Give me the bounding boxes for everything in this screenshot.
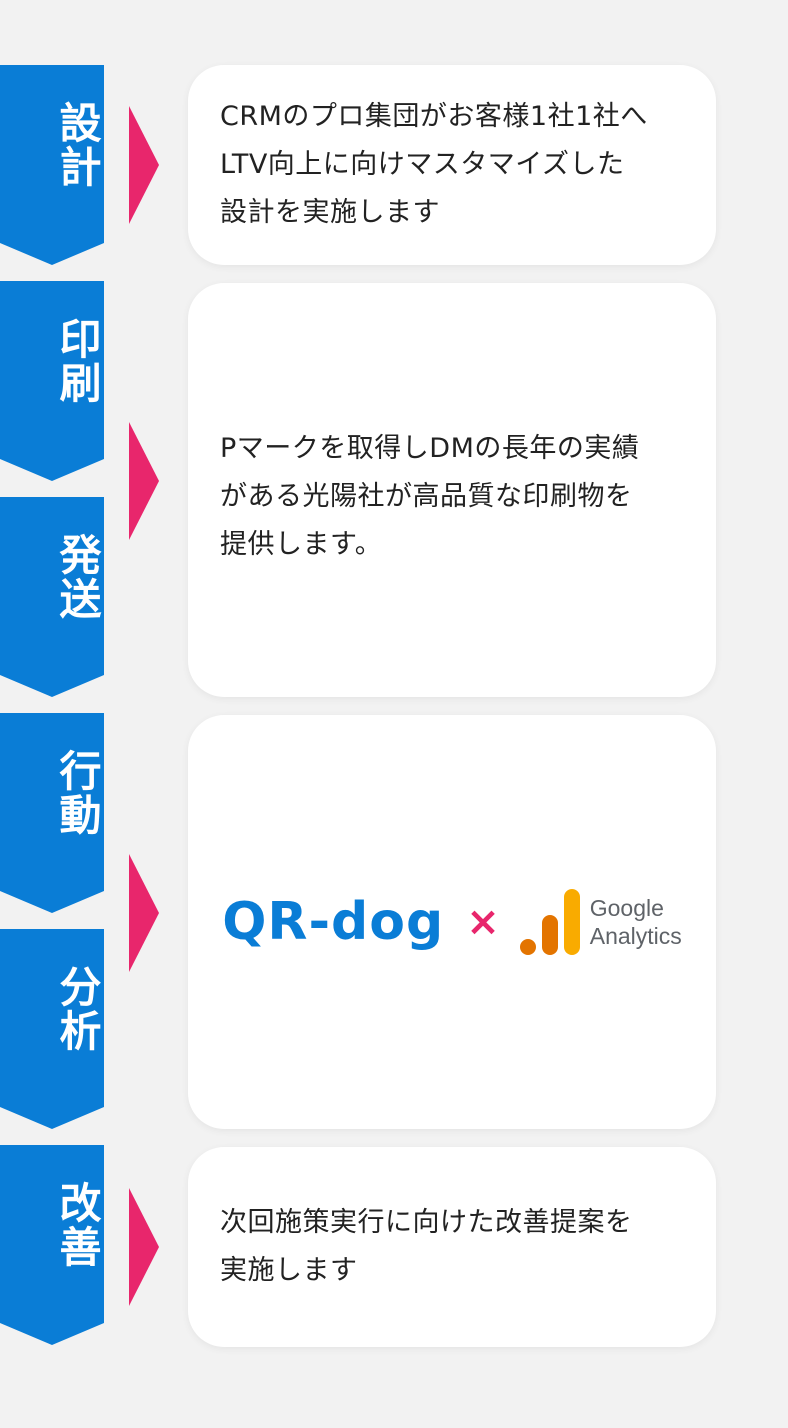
- card-line: 実施します: [220, 1255, 358, 1286]
- card-design: CRMのプロ集団がお客様1社1社へ LTV向上に向けマスタマイズした 設計を実施…: [188, 65, 716, 265]
- logo-row: QR-dog × Google Analytics: [212, 889, 692, 955]
- step-label-improve: 改善: [53, 1181, 102, 1269]
- times-sign: ×: [466, 899, 500, 945]
- google-analytics-wordmark: Google Analytics: [590, 894, 682, 950]
- ga-analytics-text: Analytics: [589, 923, 682, 949]
- step-ship: 発送: [0, 497, 104, 697]
- step-design: 設計: [0, 65, 104, 265]
- card-line: 提供します。: [220, 529, 383, 560]
- ga-bar-medium: [541, 915, 558, 955]
- card-line: CRMのプロ集団がお客様1社1社へ: [220, 101, 648, 132]
- card-design-text: CRMのプロ集団がお客様1社1社へ LTV向上に向けマスタマイズした 設計を実施…: [220, 93, 648, 237]
- ga-bar-large: [563, 889, 580, 955]
- step-action: 行動: [0, 713, 104, 913]
- step-label-ship: 発送: [53, 533, 102, 621]
- card-improve-text: 次回施策実行に向けた改善提案を 実施します: [220, 1199, 633, 1295]
- step-improve: 改善: [0, 1145, 104, 1345]
- arrow-improve: [129, 1188, 159, 1306]
- card-line: 次回施策実行に向けた改善提案を: [220, 1207, 633, 1238]
- card-line: 設計を実施します: [220, 197, 440, 228]
- card-line: LTV向上に向けマスタマイズした: [220, 149, 625, 180]
- ga-google-text: Google: [589, 895, 664, 921]
- step-print: 印刷: [0, 281, 104, 481]
- card-improve: 次回施策実行に向けた改善提案を 実施します: [188, 1147, 716, 1347]
- arrow-design: [129, 106, 159, 224]
- card-line: Pマークを取得しDMの長年の実績: [220, 433, 640, 464]
- card-print-text: Pマークを取得しDMの長年の実績 がある光陽社が高品質な印刷物を 提供します。: [220, 425, 639, 569]
- step-analysis: 分析: [0, 929, 104, 1129]
- step-label-print: 印刷: [53, 317, 102, 405]
- ga-bar-small: [519, 939, 536, 955]
- card-print: Pマークを取得しDMの長年の実績 がある光陽社が高品質な印刷物を 提供します。: [188, 283, 716, 697]
- arrow-action-analysis: [129, 854, 159, 972]
- qr-dog-logo: QR-dog: [222, 892, 445, 952]
- step-label-design: 設計: [53, 101, 102, 189]
- step-label-action: 行動: [53, 749, 102, 837]
- card-line: がある光陽社が高品質な印刷物を: [220, 481, 633, 512]
- step-label-analysis: 分析: [53, 965, 102, 1053]
- arrow-print-ship: [129, 422, 159, 540]
- card-analysis: QR-dog × Google Analytics: [188, 715, 716, 1129]
- google-analytics-icon: [519, 889, 580, 955]
